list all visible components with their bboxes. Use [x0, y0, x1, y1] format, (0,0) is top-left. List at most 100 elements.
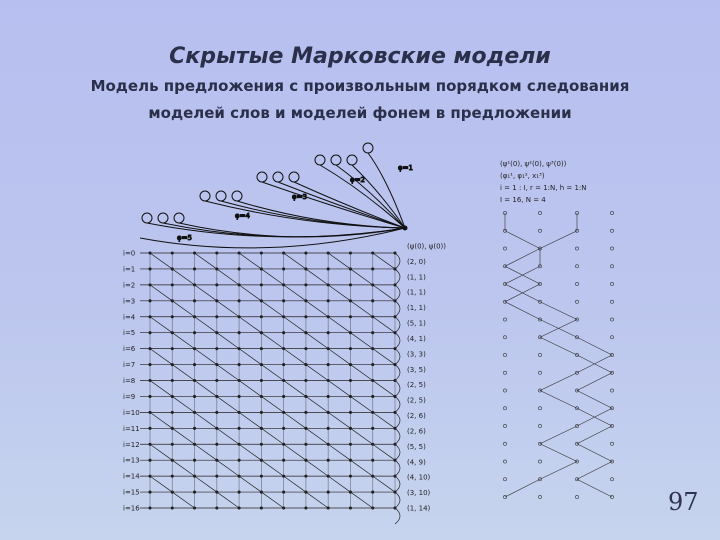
state-labels: (ψ(0), ψ(0))(2, 0)(1, 1)(1, 1)(1, 1)(5, …	[407, 243, 446, 513]
self-loop	[256, 171, 268, 183]
phi-label: φ=5	[177, 234, 192, 242]
lattice-arc	[394, 316, 401, 333]
trellis-node	[610, 211, 614, 215]
lattice-transition	[372, 252, 396, 270]
lattice-transition	[238, 412, 262, 429]
lattice-transition	[216, 268, 240, 286]
lattice-transition	[238, 380, 262, 397]
lattice-transition	[305, 459, 329, 477]
lattice-transition	[283, 252, 307, 270]
phi-label: φ=1	[398, 164, 413, 172]
state-label: (5, 5)	[407, 443, 426, 451]
state-label: (2, 5)	[407, 397, 426, 405]
lattice-transition	[172, 491, 195, 509]
lattice-transition	[372, 348, 396, 365]
phi-label: φ=2	[350, 176, 365, 184]
trellis-node	[503, 335, 507, 340]
lattice-transition	[172, 300, 195, 318]
lattice-arc	[394, 364, 401, 381]
trellis-node	[575, 264, 579, 269]
lattice-transition	[216, 332, 240, 349]
transition-arc	[351, 164, 406, 229]
self-loop	[231, 190, 243, 202]
lattice-transition	[283, 348, 307, 365]
state-label: (4, 9)	[407, 458, 426, 466]
trellis-node	[610, 228, 614, 233]
lattice-transition	[261, 428, 284, 445]
row-label: i=13	[123, 457, 140, 465]
trellis-node	[503, 388, 507, 393]
trellis-node	[610, 495, 614, 499]
trellis-node	[575, 335, 579, 340]
trellis-node	[538, 228, 542, 233]
row-label: i=5	[123, 329, 135, 337]
state-label: (2, 5)	[407, 381, 426, 389]
lattice-transition	[327, 284, 351, 302]
return-arc	[139, 227, 406, 249]
trellis-node	[538, 317, 542, 322]
lattice-transition	[149, 252, 173, 270]
row-labels: i=0i=1i=2i=3i=4i=5i=6i=7i=8i=9i=10i=11i=…	[123, 250, 140, 513]
lattice-transition	[261, 396, 284, 413]
phi-label: φ=3	[292, 193, 307, 201]
self-loop	[157, 212, 169, 224]
lattice-transition	[149, 316, 173, 333]
row-label: i=4	[123, 313, 136, 321]
lattice-transition	[149, 443, 173, 461]
state-label: (4, 10)	[407, 474, 431, 482]
lattice-transition	[216, 300, 240, 318]
state-label: (1, 1)	[407, 289, 426, 297]
slide-subtitle: Модель предложения с произвольным порядк…	[40, 73, 680, 127]
lattice-transition	[172, 459, 195, 477]
lattice-arc	[394, 348, 401, 365]
trellis-node	[610, 317, 614, 322]
lattice-arc	[394, 507, 401, 525]
self-loop	[330, 154, 342, 166]
self-loop	[272, 171, 284, 183]
trellis-header-line: i = 1 : I, r = 1:N, h = 1:N	[500, 184, 587, 192]
lattice-transition	[149, 475, 173, 493]
state-label: (1, 14)	[407, 505, 431, 513]
trellis-node	[575, 424, 579, 428]
lattice-transition	[305, 364, 329, 381]
trellis-node	[610, 299, 614, 304]
lattice-transition	[283, 443, 307, 461]
lattice-arc	[394, 491, 401, 509]
row-label: i=1	[123, 265, 135, 273]
trellis-node	[538, 335, 542, 340]
row-label: i=11	[123, 425, 140, 433]
trellis-node	[610, 406, 614, 411]
row-label: i=0	[123, 250, 135, 258]
self-loop	[173, 212, 185, 224]
trellis-node	[610, 388, 614, 393]
lattice-transition	[194, 380, 218, 397]
lattice-transition	[194, 475, 218, 493]
trellis-header-line: (φ₁¹, φ₁², x₁³)	[500, 172, 545, 180]
state-label: (4, 1)	[407, 335, 426, 343]
lattice-transition	[350, 300, 373, 318]
lattice-transition	[327, 348, 351, 365]
lattice-transition	[216, 396, 240, 413]
state-label: (1, 1)	[407, 304, 426, 312]
lattice-transition	[305, 300, 329, 318]
lattice-transition	[172, 332, 195, 349]
lattice-transition	[305, 332, 329, 349]
transition-arc	[236, 200, 406, 229]
lattice-transition	[194, 284, 218, 302]
self-loop	[314, 154, 326, 166]
trellis-node	[610, 477, 614, 482]
trellis-node	[538, 459, 542, 464]
trellis-node	[503, 477, 507, 482]
lattice-transition	[172, 268, 195, 286]
lattice-transition	[372, 475, 396, 493]
trellis-node	[503, 353, 507, 357]
lattice-arc	[394, 268, 401, 286]
state-label: (3, 10)	[407, 489, 431, 497]
lattice-transition	[194, 412, 218, 429]
self-loop	[362, 142, 374, 154]
trellis-node	[538, 299, 542, 304]
lattice-transition	[194, 316, 218, 333]
state-label: (2, 6)	[407, 412, 426, 420]
trellis-node	[503, 495, 507, 499]
lattice-transition	[350, 396, 373, 413]
